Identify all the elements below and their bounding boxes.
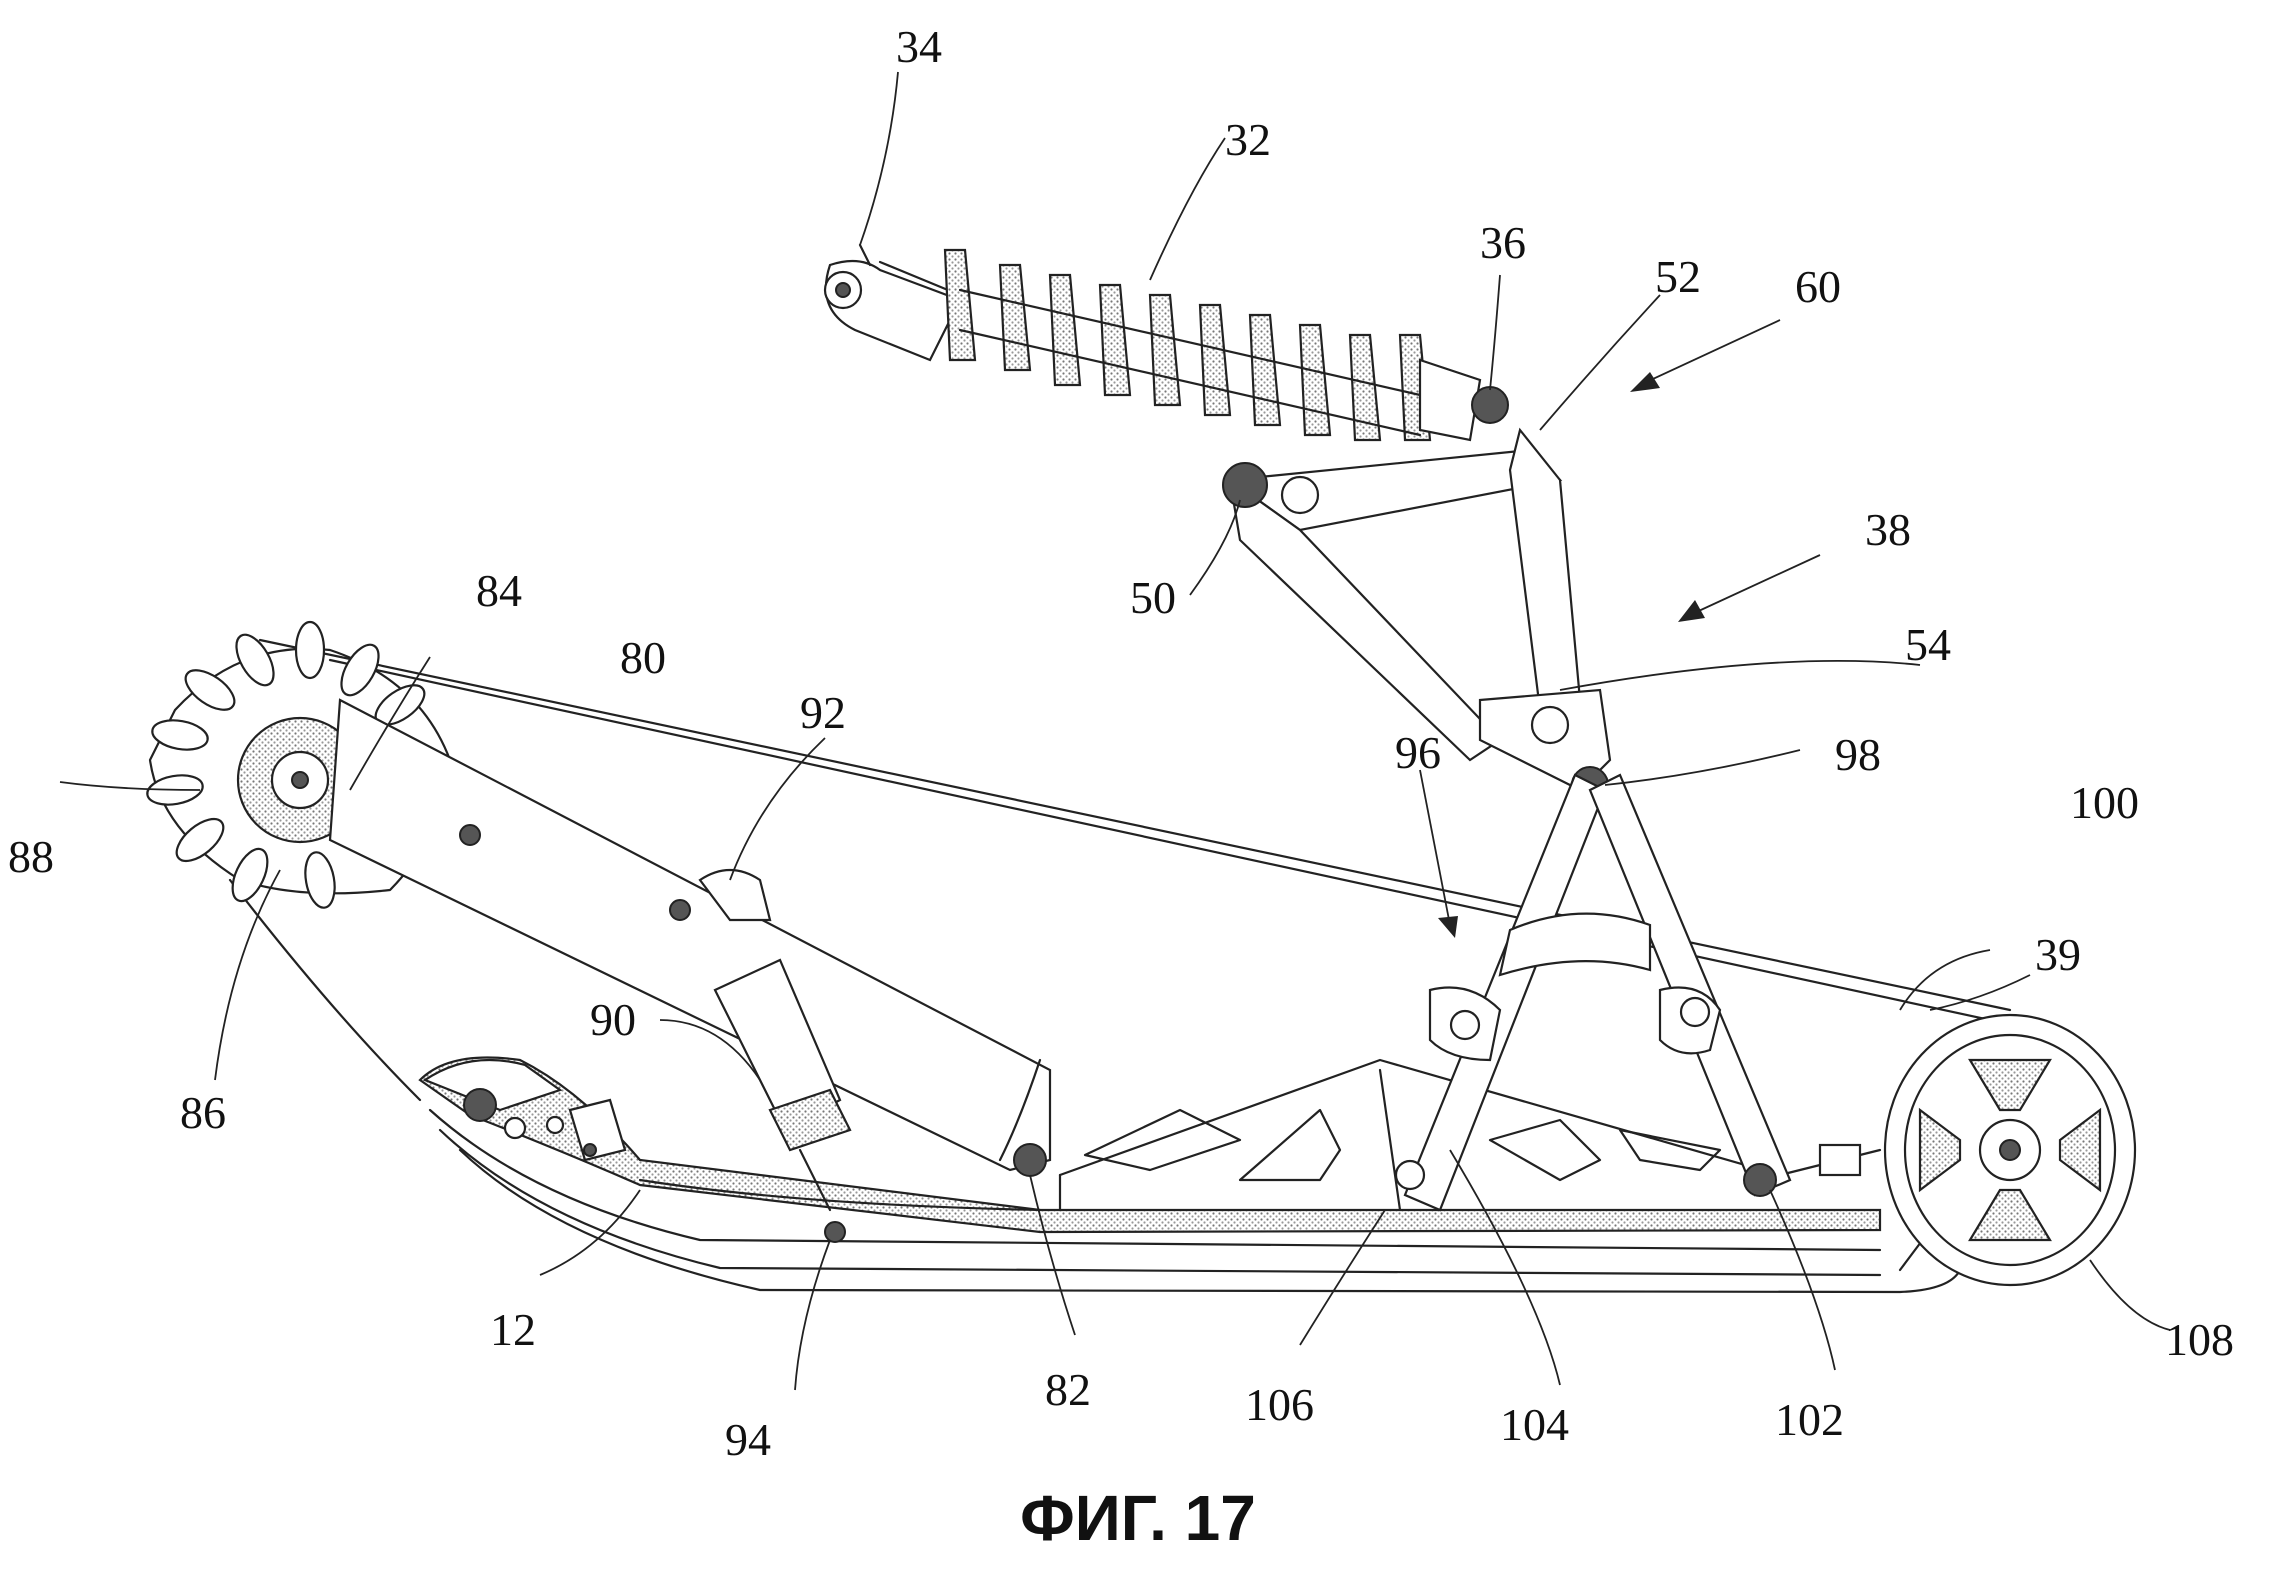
leader-lines bbox=[59, 71, 2171, 1391]
label-52: 52 bbox=[1655, 251, 1701, 302]
label-106: 106 bbox=[1245, 1379, 1314, 1430]
label-86: 86 bbox=[180, 1087, 226, 1138]
rear-linkage bbox=[1222, 427, 1612, 804]
label-34: 34 bbox=[896, 21, 942, 72]
label-96: 96 bbox=[1395, 727, 1441, 778]
rear-arms bbox=[1013, 773, 1792, 1212]
label-90: 90 bbox=[590, 994, 636, 1045]
label-88: 88 bbox=[8, 831, 54, 882]
figure-caption: ФИГ. 17 bbox=[1020, 1482, 1256, 1554]
rail-frame bbox=[1058, 1058, 1882, 1212]
label-80: 80 bbox=[620, 632, 666, 683]
label-98: 98 bbox=[1835, 729, 1881, 780]
label-100: 100 bbox=[2070, 777, 2139, 828]
label-32: 32 bbox=[1225, 114, 1271, 165]
label-108: 108 bbox=[2165, 1314, 2234, 1365]
label-12: 12 bbox=[490, 1304, 536, 1355]
front-arm bbox=[328, 698, 1052, 1172]
label-36: 36 bbox=[1480, 217, 1526, 268]
label-104: 104 bbox=[1500, 1399, 1569, 1450]
label-94: 94 bbox=[725, 1414, 771, 1465]
drive-sprocket bbox=[146, 620, 452, 909]
label-60: 60 bbox=[1795, 261, 1841, 312]
label-38: 38 bbox=[1865, 504, 1911, 555]
rear-idler-wheel bbox=[1883, 1013, 2137, 1287]
label-82: 82 bbox=[1045, 1364, 1091, 1415]
shock-absorber bbox=[823, 243, 1509, 442]
label-39: 39 bbox=[2035, 929, 2081, 980]
slide-rail bbox=[418, 1056, 1962, 1294]
reference-numerals: 34 32 36 52 60 50 38 54 84 80 92 96 98 1… bbox=[8, 21, 2234, 1465]
label-54: 54 bbox=[1905, 619, 1951, 670]
label-102: 102 bbox=[1775, 1394, 1844, 1445]
front-damper bbox=[713, 958, 852, 1212]
label-50: 50 bbox=[1130, 572, 1176, 623]
label-84: 84 bbox=[476, 565, 522, 616]
label-92: 92 bbox=[800, 687, 846, 738]
rail-tip bbox=[422, 1058, 846, 1243]
